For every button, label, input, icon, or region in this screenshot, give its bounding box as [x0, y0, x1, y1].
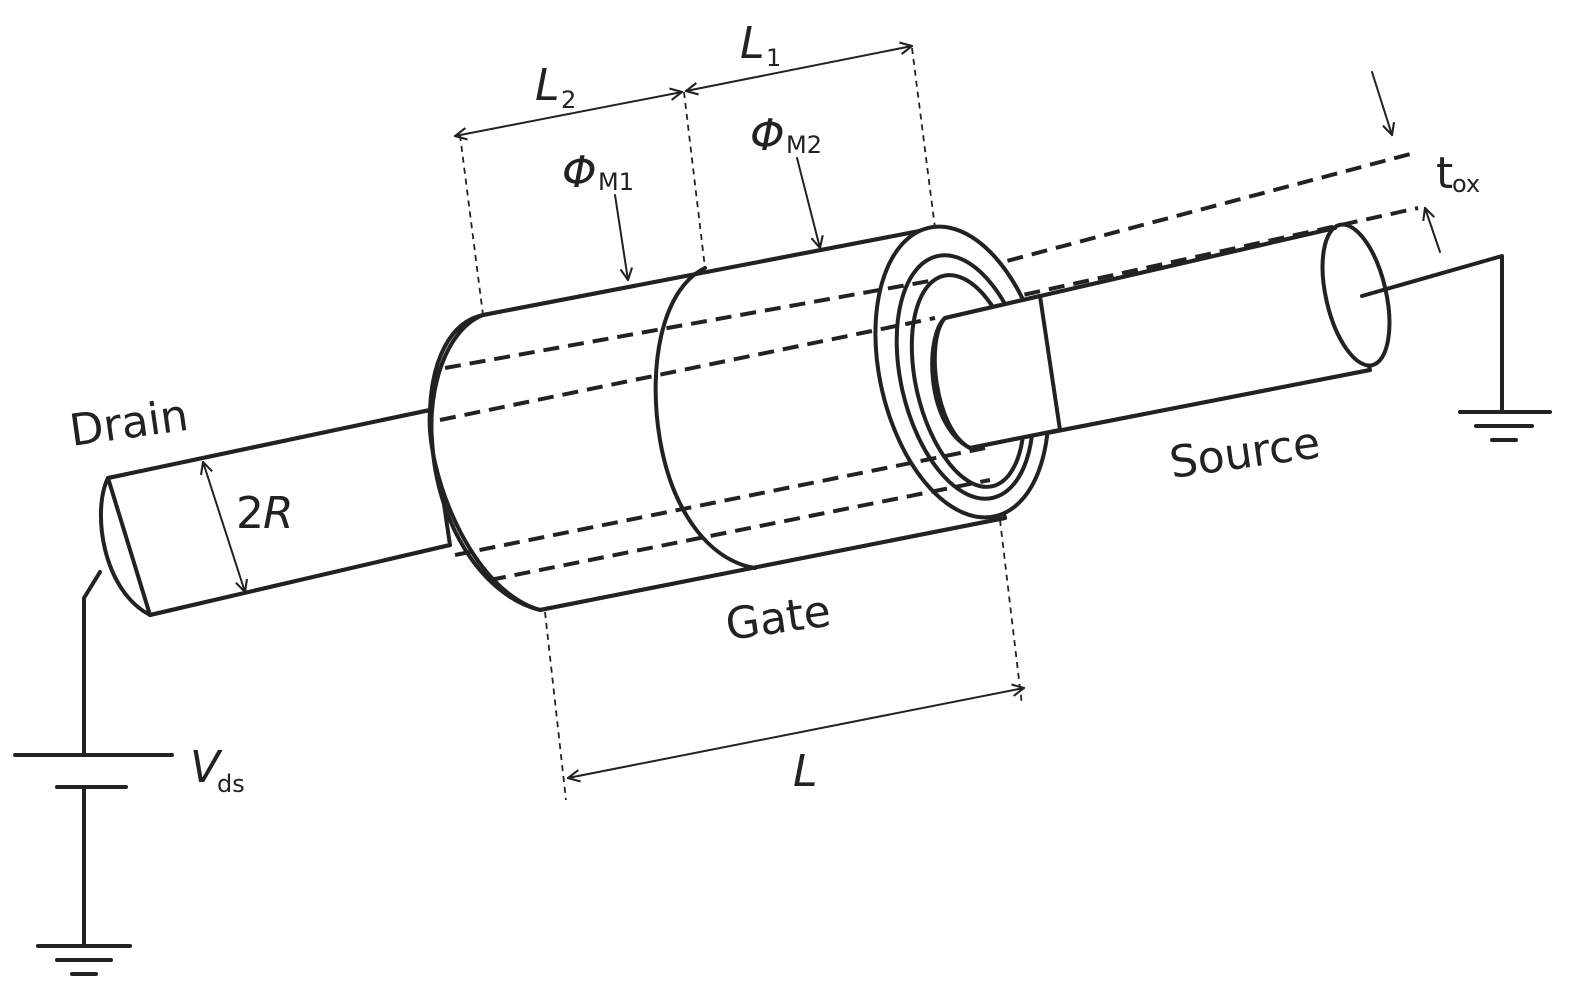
svg-text:L: L — [535, 60, 560, 111]
svg-text:Φ: Φ — [562, 147, 597, 198]
dimension-arrows — [203, 46, 1441, 778]
l1-label: L 1 — [740, 18, 781, 72]
gate-length-arrow — [568, 688, 1024, 778]
vds-label: V ds — [190, 742, 245, 798]
source-ground — [1360, 254, 1552, 442]
tox-arrow-top — [1371, 71, 1392, 135]
tox-arrow-bottom — [1425, 208, 1441, 253]
phi-m1-label: Φ M1 — [562, 147, 634, 198]
metal-boundary — [653, 266, 757, 570]
svg-text:M1: M1 — [598, 168, 634, 196]
dimension-guides — [459, 47, 1023, 801]
svg-text:ds: ds — [217, 770, 245, 798]
svg-text:L: L — [740, 18, 765, 69]
svg-text:M2: M2 — [786, 131, 822, 159]
svg-text:V: V — [190, 742, 223, 793]
l2-label: L 2 — [535, 60, 576, 114]
gate-label: Gate — [722, 586, 833, 651]
radius-label: 2 R — [236, 488, 294, 539]
source-wire-front — [930, 294, 1062, 450]
l1-arrow — [686, 46, 912, 91]
drain-label: Drain — [66, 390, 191, 457]
svg-text:Φ: Φ — [750, 110, 785, 161]
svg-text:t: t — [1436, 148, 1453, 199]
vds-circuit — [13, 570, 174, 976]
phi1-arrow — [614, 194, 628, 280]
oxide-dashed-outline — [934, 150, 1419, 302]
svg-text:R: R — [263, 488, 294, 539]
svg-text:ox: ox — [1452, 170, 1480, 198]
tox-label: t ox — [1436, 148, 1480, 199]
phi-m2-label: Φ M2 — [750, 110, 822, 161]
svg-text:2: 2 — [561, 86, 576, 114]
source-label: Source — [1166, 417, 1323, 489]
gate-length-label: L — [793, 746, 818, 797]
svg-text:1: 1 — [766, 44, 781, 72]
drain-nanowire — [98, 408, 452, 617]
svg-text:2: 2 — [236, 488, 264, 539]
phi2-arrow — [796, 157, 820, 248]
gate-internal-dashed — [439, 278, 991, 582]
gate-cylinder — [427, 226, 1007, 612]
radius-arrow — [203, 462, 245, 592]
l2-arrow — [455, 92, 682, 136]
